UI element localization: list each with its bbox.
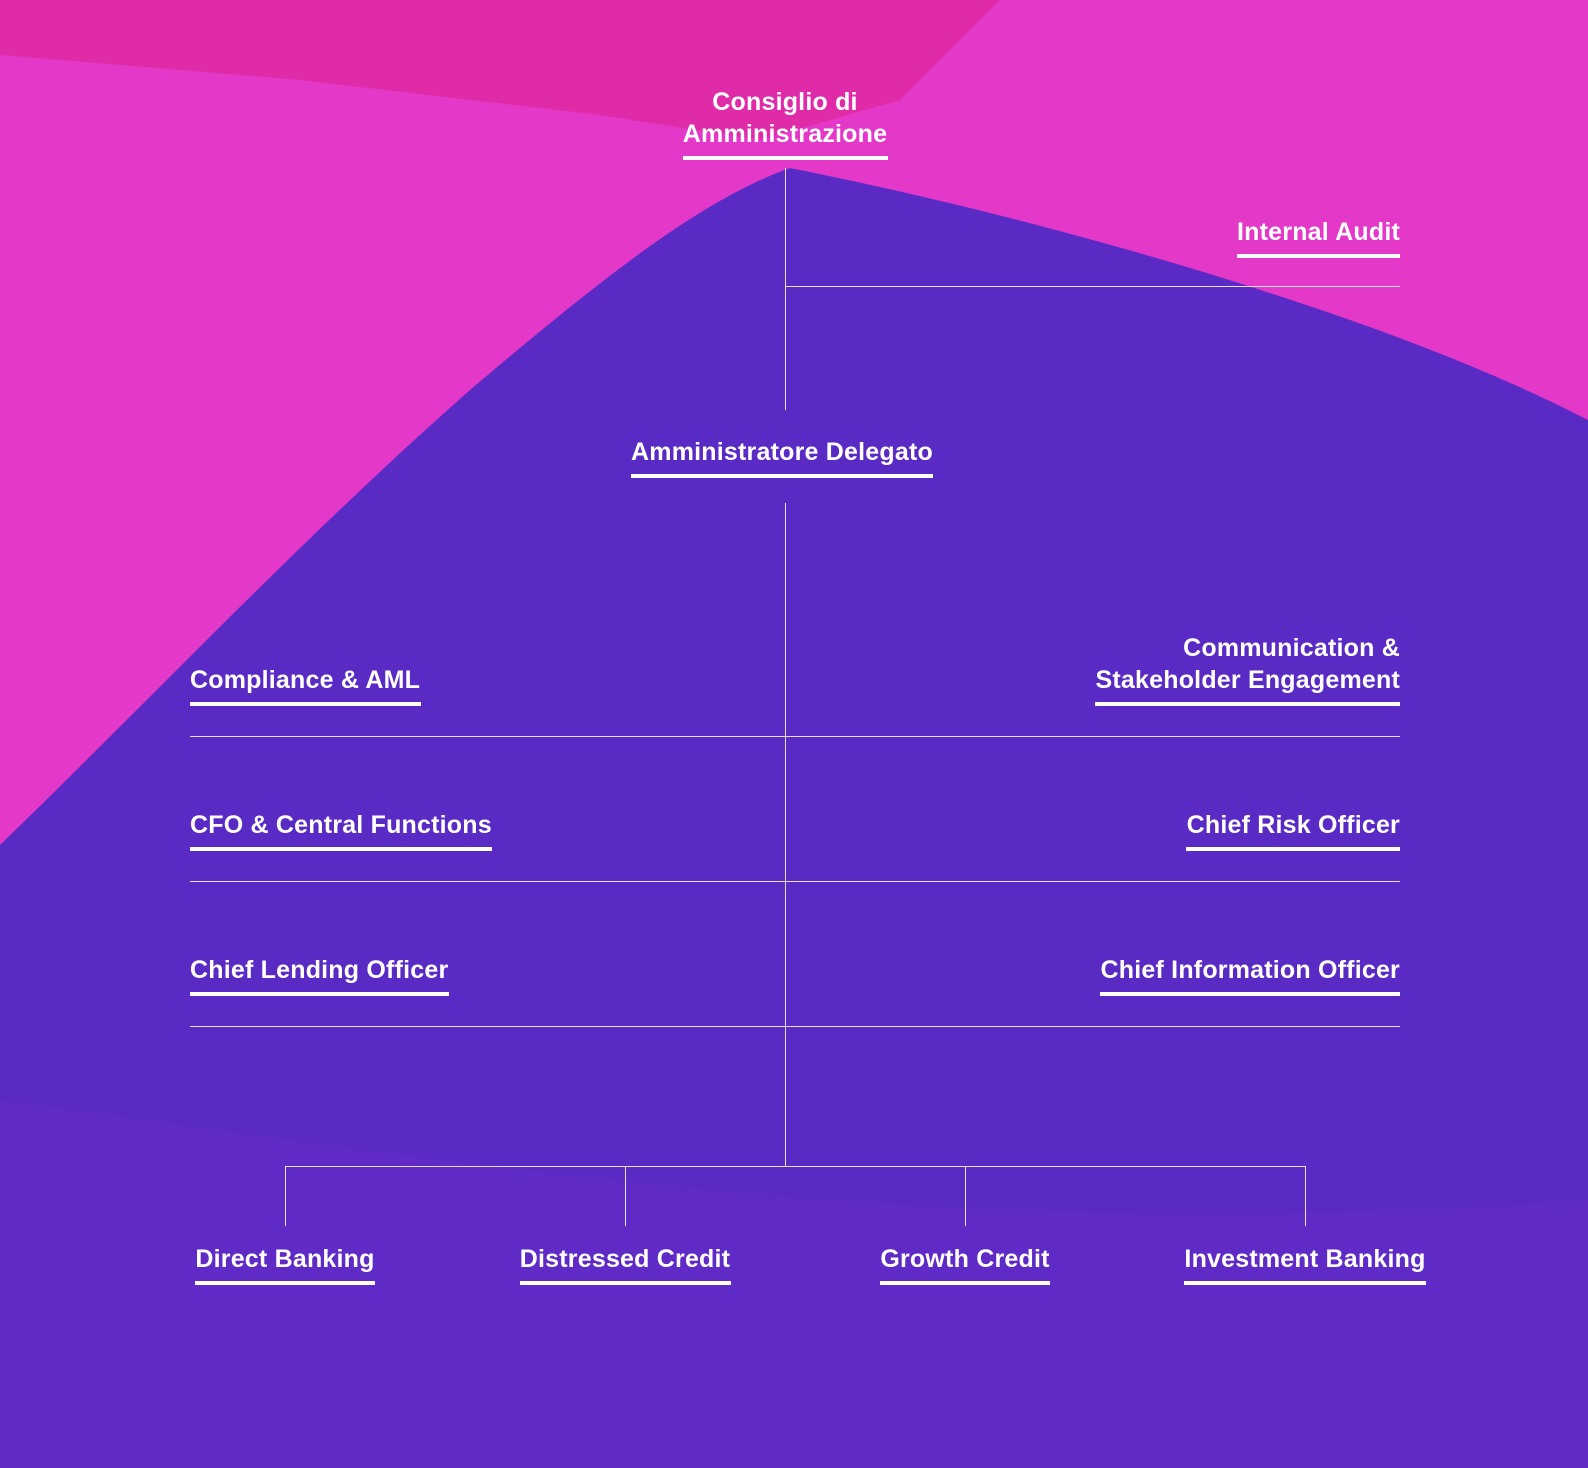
right-function-1: Communication & Stakeholder Engagement [1080,632,1400,706]
left-function-underline [190,702,421,706]
business-unit-underline [880,1281,1050,1285]
left-function-1: Compliance & AML [190,664,421,706]
business-unit-label: Investment Banking [1184,1245,1426,1273]
connector-bu-3 [965,1166,966,1226]
business-unit-label: Direct Banking [195,1245,375,1273]
business-unit-label: Distressed Credit [519,1245,731,1273]
board-node: Consiglio di Amministrazione [631,86,939,160]
left-function-label: CFO & Central Functions [190,811,492,839]
business-unit-3: Growth Credit [865,1243,1065,1285]
right-function-label: Chief Risk Officer [1186,811,1400,839]
right-function-underline [1095,702,1400,706]
connector-row-3 [190,1026,1400,1027]
connector-bu-4 [1305,1166,1306,1226]
business-unit-underline [195,1281,375,1285]
right-function-underline [1100,992,1400,996]
business-unit-4: Investment Banking [1170,1243,1440,1285]
ceo-label: Amministratore Delegato [631,438,933,466]
right-function-label-line2: Stakeholder Engagement [1095,666,1400,694]
business-unit-2: Distressed Credit [505,1243,745,1285]
board-title-line1: Consiglio di [712,88,858,116]
left-function-3: Chief Lending Officer [190,954,449,996]
internal-audit-node: Internal Audit [1230,216,1400,258]
ceo-underline [631,474,933,478]
connector-row-2 [190,881,1400,882]
connector-business-units [285,1166,1306,1167]
board-underline [682,156,888,160]
board-title-line2: Amministrazione [682,120,888,148]
business-unit-label: Growth Credit [880,1245,1050,1273]
connector-bu-1 [285,1166,286,1226]
right-function-label-line1: Communication & [1183,634,1400,662]
right-function-3: Chief Information Officer [1080,954,1400,996]
left-function-label: Chief Lending Officer [190,956,449,984]
right-function-underline [1186,847,1400,851]
connector-bu-2 [625,1166,626,1226]
connector-row-1 [190,736,1400,737]
left-function-underline [190,847,492,851]
left-function-2: CFO & Central Functions [190,809,492,851]
business-unit-1: Direct Banking [185,1243,385,1285]
connector-internal-audit [785,286,1400,287]
business-unit-underline [519,1281,731,1285]
ceo-node: Amministratore Delegato [628,436,936,478]
left-function-underline [190,992,449,996]
internal-audit-label: Internal Audit [1237,218,1400,246]
business-unit-underline [1184,1281,1426,1285]
internal-audit-underline [1237,254,1400,258]
right-function-2: Chief Risk Officer [1080,809,1400,851]
connector-board-ceo [785,168,786,410]
right-function-label: Chief Information Officer [1100,956,1400,984]
left-function-label: Compliance & AML [190,666,421,694]
connector-ceo-trunk [785,503,786,1166]
